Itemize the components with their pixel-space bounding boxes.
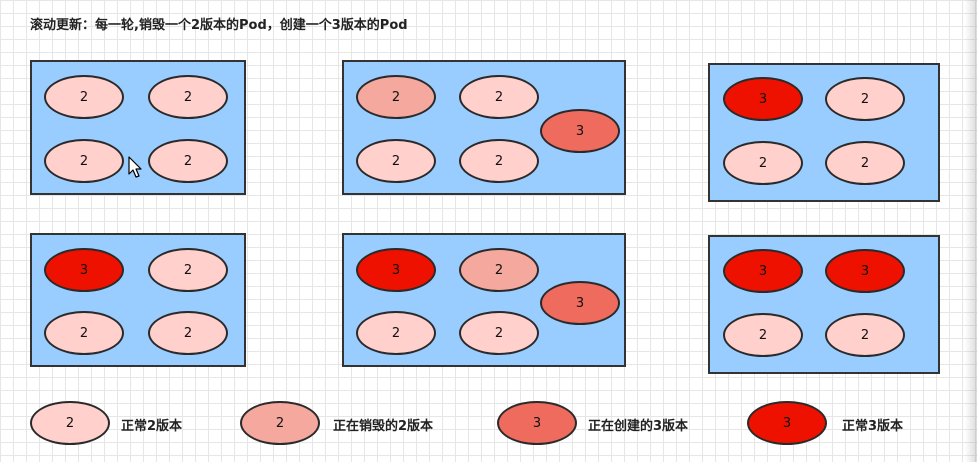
replica-set-round-4: 3 2 2 2 [30, 233, 246, 367]
mouse-cursor-icon [128, 156, 142, 178]
pod-normal-v2: 2 [825, 77, 905, 121]
legend-pod-normal-v2: 2 [30, 401, 110, 445]
pod-normal-v2: 2 [459, 311, 539, 355]
pod-normal-v3: 3 [356, 248, 436, 292]
pod-normal-v2: 2 [723, 141, 803, 185]
legend-label-destroying-v2: 正在销毁的2版本 [333, 419, 434, 434]
pod-creating-v3: 3 [540, 281, 620, 325]
replica-set-round-5: 3 2 3 2 2 [342, 233, 626, 367]
replica-set-round-6: 3 3 2 2 [708, 235, 940, 374]
pod-normal-v2: 2 [356, 139, 436, 183]
replica-set-round-2: 2 2 3 2 2 [342, 60, 626, 195]
pod-destroying-v2: 2 [356, 75, 436, 119]
pod-normal-v2: 2 [825, 313, 905, 357]
legend-pod-destroying-v2: 2 [240, 401, 320, 445]
pod-normal-v2: 2 [148, 311, 228, 355]
pod-normal-v2: 2 [44, 311, 124, 355]
diagram-title: 滚动更新：每一轮,销毁一个2版本的Pod，创建一个3版本的Pod [30, 18, 408, 33]
legend-pod-creating-v3: 3 [497, 401, 577, 445]
pod-normal-v2: 2 [459, 75, 539, 119]
pod-normal-v2: 2 [148, 248, 228, 292]
pod-normal-v2: 2 [148, 139, 228, 183]
pod-normal-v2: 2 [459, 139, 539, 183]
pod-normal-v3: 3 [44, 248, 124, 292]
pod-normal-v2: 2 [356, 311, 436, 355]
replica-set-round-1: 2 2 2 2 [30, 60, 246, 195]
pod-normal-v3: 3 [825, 249, 905, 293]
pod-normal-v3: 3 [723, 249, 803, 293]
pod-normal-v2: 2 [148, 75, 228, 119]
window-edge-shadow [965, 0, 977, 462]
legend-pod-normal-v3: 3 [747, 401, 827, 445]
pod-creating-v3: 3 [540, 109, 620, 153]
legend-label-normal-v2: 正常2版本 [121, 419, 183, 434]
pod-destroying-v2: 2 [459, 248, 539, 292]
legend-label-normal-v3: 正常3版本 [842, 419, 904, 434]
replica-set-round-3: 3 2 2 2 [708, 63, 940, 202]
pod-normal-v2: 2 [44, 75, 124, 119]
legend-label-creating-v3: 正在创建的3版本 [588, 419, 689, 434]
pod-normal-v2: 2 [825, 141, 905, 185]
pod-normal-v2: 2 [723, 313, 803, 357]
pod-normal-v2: 2 [44, 139, 124, 183]
pod-normal-v3: 3 [723, 77, 803, 121]
